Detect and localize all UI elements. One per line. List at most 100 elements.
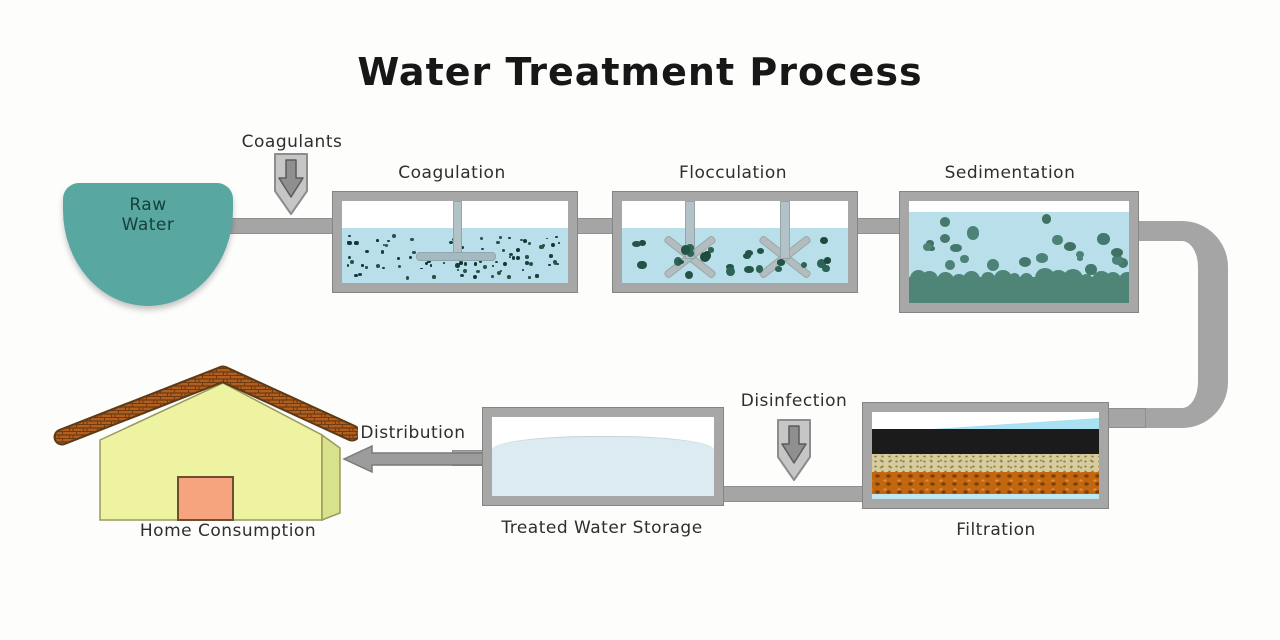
particle — [525, 254, 529, 259]
particle — [940, 234, 951, 244]
particle — [382, 243, 386, 247]
particle — [822, 264, 830, 273]
particle — [776, 259, 786, 266]
house-side-wall — [321, 433, 341, 522]
particle — [348, 234, 352, 237]
particle — [1097, 232, 1110, 245]
particle — [542, 244, 546, 247]
particle — [527, 241, 532, 246]
sediment-bump — [1104, 271, 1122, 289]
particle — [823, 257, 832, 264]
floc-particles — [622, 228, 848, 283]
particle — [479, 236, 484, 241]
particle — [456, 268, 459, 271]
particle — [540, 245, 543, 247]
particle — [555, 236, 558, 239]
particle — [508, 255, 512, 258]
label-treated-water-storage: Treated Water Storage — [501, 518, 703, 538]
particle — [507, 275, 511, 279]
particle — [702, 251, 712, 260]
label-coagulants: Coagulants — [241, 132, 343, 152]
sediment-bump — [1019, 272, 1034, 287]
particle — [516, 256, 521, 261]
particle — [508, 236, 512, 240]
house-roof — [55, 367, 358, 444]
particle — [499, 269, 502, 272]
particle — [631, 240, 642, 248]
particle — [1111, 255, 1123, 265]
particle — [528, 276, 532, 279]
particle — [819, 236, 828, 245]
filtration-carbon-layer — [872, 429, 1099, 454]
particle — [432, 275, 436, 279]
label-filtration: Filtration — [956, 520, 1036, 540]
particle — [347, 255, 352, 260]
particle — [511, 256, 516, 260]
particle — [522, 239, 527, 244]
particle — [397, 257, 401, 260]
particle — [535, 274, 539, 278]
particle — [551, 243, 555, 248]
particle — [408, 256, 412, 259]
pipe-filtration-storage — [714, 486, 872, 502]
particle — [1041, 214, 1052, 224]
particle — [801, 262, 808, 269]
sediment-bump — [963, 270, 981, 288]
sediment-bump — [1062, 269, 1083, 290]
coagulation-tank — [332, 191, 578, 293]
particle — [522, 268, 525, 271]
sediment-layer — [909, 268, 1129, 303]
sediment-bump — [994, 269, 1013, 288]
raw-water-label: Raw Water — [121, 195, 175, 235]
particle — [462, 268, 467, 273]
flocculation-stirrer-rod — [685, 201, 695, 259]
particle — [1085, 263, 1097, 276]
particle — [539, 245, 544, 250]
particle — [726, 266, 735, 276]
particle — [412, 250, 416, 255]
treated-water-storage-tank — [482, 407, 724, 506]
sediment-bump — [921, 271, 938, 289]
particle — [353, 273, 358, 277]
particle — [397, 265, 401, 269]
particle — [524, 261, 530, 265]
particle — [949, 243, 962, 253]
particle — [545, 237, 549, 240]
label-disinfection: Disinfection — [740, 391, 848, 411]
particle — [460, 246, 464, 249]
particle — [424, 261, 429, 266]
particle — [549, 254, 553, 258]
pipe-rawwater-coagulation — [222, 218, 347, 234]
particle — [1076, 251, 1085, 258]
particle — [459, 261, 464, 265]
particle — [460, 273, 465, 277]
particle — [429, 264, 433, 267]
particle — [502, 261, 507, 266]
particle — [427, 259, 431, 264]
particle — [364, 249, 370, 254]
particle — [966, 226, 980, 240]
particle — [392, 233, 397, 238]
particle — [347, 240, 352, 246]
particle — [496, 270, 502, 275]
particle — [365, 266, 369, 269]
particle — [473, 262, 478, 266]
particle — [960, 254, 969, 264]
particle — [476, 270, 480, 274]
particle — [519, 238, 523, 242]
particle — [774, 266, 782, 272]
particle — [463, 261, 468, 266]
particle — [686, 249, 695, 257]
particle — [817, 259, 827, 269]
particle — [987, 258, 1000, 271]
flocculation-stirrer-rod — [780, 201, 790, 259]
treated-water — [492, 436, 714, 496]
particle — [743, 252, 752, 260]
particle — [637, 260, 647, 270]
particle — [745, 250, 753, 257]
sedimentation-tank — [899, 191, 1139, 313]
particle — [358, 272, 362, 276]
particle — [556, 263, 559, 265]
particle — [529, 262, 533, 267]
